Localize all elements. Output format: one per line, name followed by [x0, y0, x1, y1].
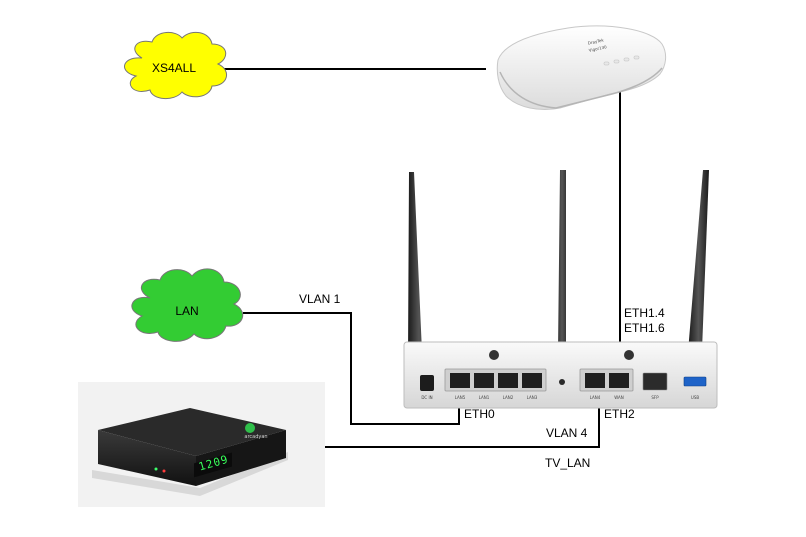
- settop-led-red: [162, 469, 166, 473]
- modem-brand: DrayTek: [587, 37, 604, 45]
- dc-in-port: [420, 375, 434, 391]
- modem-led-2: [613, 59, 620, 64]
- settop-top: [98, 408, 286, 456]
- port-label-lan5: LAN5: [455, 395, 466, 400]
- router-antenna-right: [688, 170, 709, 362]
- router: DC IN LAN5 LAN1 LAN2 LAN3 LAN4 WAN SFP U…: [403, 170, 718, 409]
- modem-body: [496, 25, 667, 110]
- modem-status-leds: [603, 55, 640, 66]
- tv-lan-label: TV_LAN: [545, 456, 590, 470]
- settop-display-window: [194, 452, 232, 478]
- vlan1-label: VLAN 1: [299, 292, 341, 306]
- eth2-label: ETH2: [604, 407, 635, 421]
- eth0-label: ETH0: [464, 407, 495, 421]
- usb-port: [683, 376, 707, 387]
- sfp-port: [642, 372, 668, 391]
- lan-cloud-shape: [131, 268, 244, 342]
- settop-led-green: [154, 467, 158, 471]
- vlan4-label: VLAN 4: [546, 426, 588, 440]
- vdsl-modem: DrayTek Vigor130: [496, 25, 667, 110]
- eth14-label: ETH1.4: [624, 306, 665, 320]
- xs4all-cloud-shape: [124, 31, 227, 99]
- port-label-sfp: SFP: [651, 395, 659, 400]
- port-label-wan: WAN: [614, 395, 623, 400]
- port-label-lan2: LAN2: [503, 395, 514, 400]
- lan4-port: [585, 373, 605, 388]
- wan-port: [609, 373, 629, 388]
- router-mount-hole-right: [624, 350, 634, 360]
- lan5-port: [450, 373, 470, 388]
- xs4all-cloud: XS4ALL: [124, 31, 227, 99]
- lan-label: LAN: [175, 304, 198, 318]
- settop-box: arcadyan 1209: [78, 382, 325, 507]
- settop-shadow: [92, 452, 288, 496]
- settop-brand: arcadyan: [244, 434, 267, 440]
- modem-led-4: [633, 55, 640, 60]
- modem-led-1: [603, 61, 610, 66]
- xs4all-label: XS4ALL: [152, 61, 196, 75]
- eth16-label: ETH1.6: [624, 321, 665, 335]
- port-label-lan3: LAN3: [527, 395, 538, 400]
- router-body: [403, 341, 718, 409]
- lan3-port: [522, 373, 542, 388]
- port-label-dc-in: DC IN: [421, 395, 432, 400]
- router-antenna-middle: [554, 170, 570, 374]
- port-label-usb: USB: [691, 395, 699, 400]
- port-label-lan1: LAN1: [479, 395, 490, 400]
- lan-cloud: LAN: [131, 268, 244, 342]
- link-lan-eth0: [243, 312, 460, 425]
- modem-led-3: [623, 57, 630, 62]
- router-mount-hole-left: [489, 350, 499, 360]
- settop-side: [196, 430, 286, 486]
- modem-model: Vigor130: [588, 44, 607, 53]
- reset-button: [559, 379, 565, 385]
- lan-port-block: [444, 368, 547, 392]
- settop-front: [98, 430, 196, 486]
- modem-bottom-edge: [499, 67, 663, 109]
- router-antenna-left: [408, 172, 430, 374]
- lan2-port: [498, 373, 518, 388]
- settop-power-button: [245, 423, 255, 433]
- port-label-lan4: LAN4: [590, 395, 601, 400]
- lan1-port: [474, 373, 494, 388]
